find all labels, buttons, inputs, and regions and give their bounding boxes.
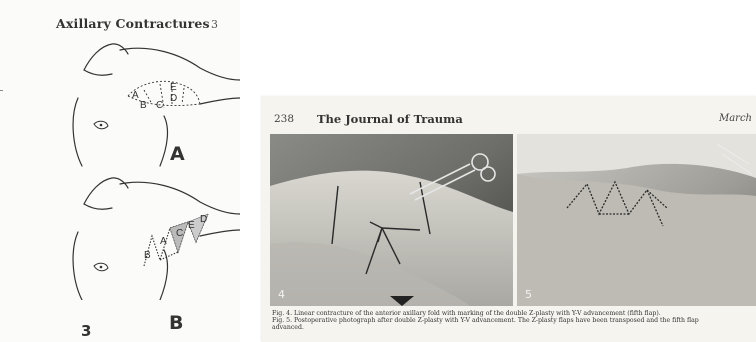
preop-photo [270, 134, 513, 306]
photo-fig-4: 4 [270, 134, 513, 306]
issue-month: March [719, 113, 752, 124]
caption-fig-4: Fig. 4. Linear contracture of the anteri… [272, 310, 661, 317]
page-heading: Axillary Contractures [56, 16, 210, 31]
caption-fig-5-continued: advanced. [272, 324, 304, 331]
right-journal-page: 238 The Journal of Trauma March [262, 96, 756, 342]
scan-mark [0, 90, 3, 91]
photo-fig-5: 5 [517, 134, 756, 306]
journal-title: The Journal of Trauma [317, 112, 463, 126]
axilla-diagram-a: A B C D E [60, 38, 240, 168]
flap-label-d: D [170, 93, 177, 104]
panel-label-b: B [169, 312, 183, 334]
flap-label-e: E [170, 82, 177, 93]
flap-label-a: A [132, 90, 139, 101]
page-number: 238 [274, 113, 294, 125]
torso-outline-b [73, 178, 240, 300]
photo-number-4: 4 [278, 288, 285, 301]
panel-label-a: A [170, 143, 185, 165]
photo-number-5: 5 [525, 288, 532, 301]
figure-number: 3 [81, 322, 91, 340]
flap-label-b: B [140, 100, 147, 111]
axilla-diagram-b: B A C E D [60, 170, 240, 300]
flap-label-a-b: A [160, 236, 167, 247]
caption-fig-5: Fig. 5. Postoperative photograph after d… [272, 317, 699, 324]
incision-lines-a [128, 81, 200, 108]
left-book-page: Axillary Contractures 3 A B C D E A [0, 0, 240, 342]
page-corner-mark: 3 [211, 18, 218, 31]
flap-label-c-b: C [176, 228, 183, 239]
flap-label-d-b: D [200, 214, 207, 225]
flap-label-e-b: E [188, 220, 195, 231]
flap-label-c: C [156, 100, 163, 111]
flap-label-b-b: B [144, 250, 151, 261]
postop-photo [517, 134, 756, 306]
